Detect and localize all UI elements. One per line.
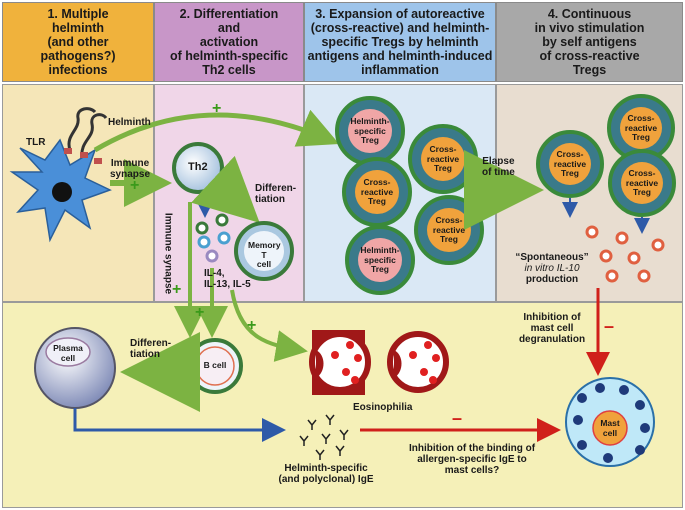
header-step-3: 3. Expansion of autoreactive(cross-react… xyxy=(304,2,496,82)
plus-sign: + xyxy=(130,177,140,194)
mast-cell-icon xyxy=(565,377,655,467)
plus-sign: + xyxy=(195,304,205,321)
minus-sign: – xyxy=(604,316,615,336)
eosinophil-icon xyxy=(309,330,449,395)
ige-antibody-icon xyxy=(299,414,349,460)
cytokines-label: IL-4,IL-13, IL-5 xyxy=(204,268,251,290)
plus-sign: + xyxy=(247,317,257,334)
tlr-label: TLR xyxy=(26,137,46,148)
ige-label: Helminth-specific(and polyclonal) IgE xyxy=(278,463,374,485)
il10-molecule-icon xyxy=(585,225,665,283)
differentiation-b-label: Differen-tiation xyxy=(130,338,172,360)
plus-sign: + xyxy=(212,100,222,117)
eosinophilia-label: Eosinophilia xyxy=(353,402,413,413)
tlr-receptors xyxy=(64,148,102,164)
plus-sign: + xyxy=(172,281,182,298)
minus-sign: – xyxy=(452,408,463,428)
treg-cell-icon xyxy=(335,94,676,295)
differentiation-label: Differen-tiation xyxy=(255,183,297,205)
dendritic-cell-icon xyxy=(9,138,112,243)
helminth-icon xyxy=(67,107,108,159)
cytokine-icons xyxy=(195,213,231,263)
th2-label: Th2 xyxy=(188,161,208,173)
b-cell-label: B cell xyxy=(203,360,227,370)
helminth-label: Helminth xyxy=(108,117,151,128)
